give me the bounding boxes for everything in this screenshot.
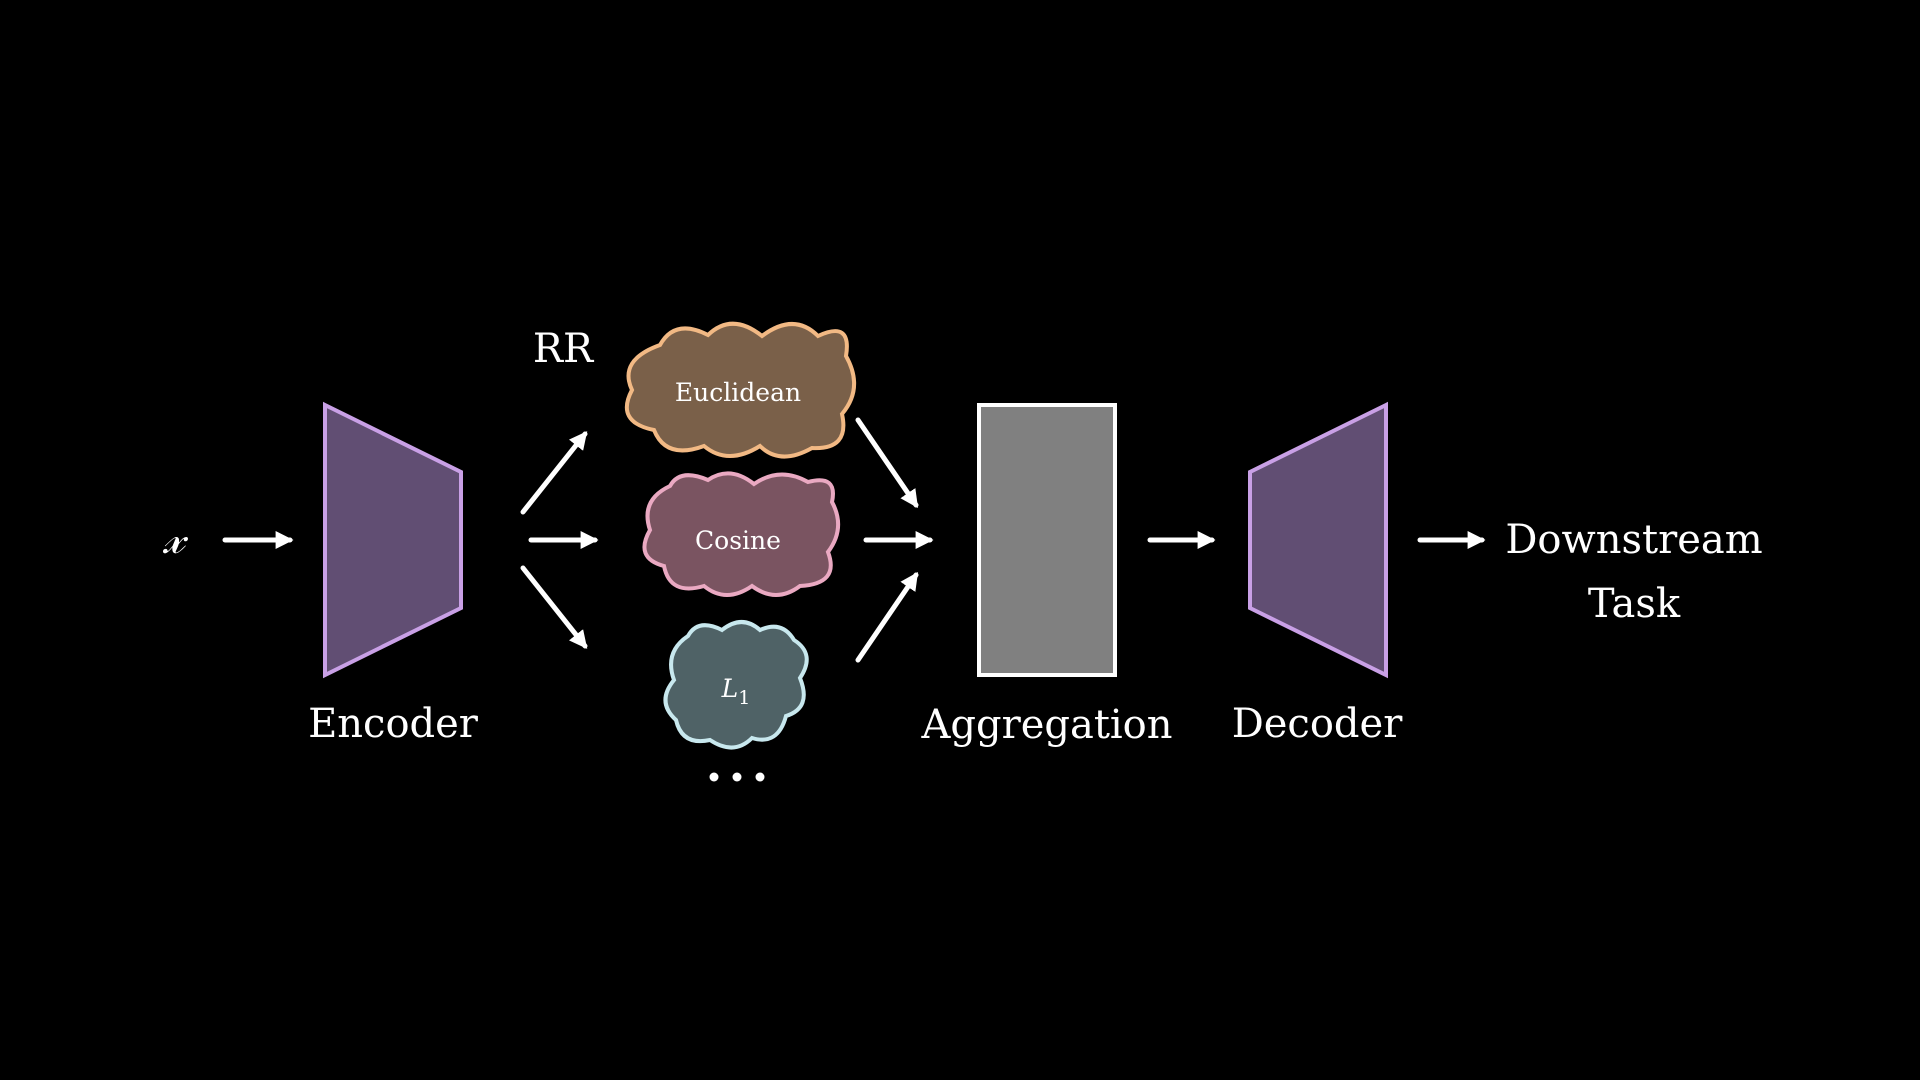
dot-3 — [755, 772, 765, 782]
rr-label: RR — [533, 326, 595, 372]
similarity-clouds — [624, 321, 857, 750]
input-symbol: 𝓍 — [162, 510, 189, 564]
arrow-l1-to-aggregation — [855, 572, 919, 663]
l1-label-main: L — [721, 674, 739, 703]
aggregation-label: Aggregation — [920, 702, 1172, 748]
dot-2 — [732, 772, 742, 782]
decoder-block — [1248, 401, 1388, 679]
arrow-euclidean-to-aggregation — [855, 417, 919, 508]
more-indicator — [709, 772, 765, 782]
cosine-label: Cosine — [695, 526, 781, 555]
euclidean-cloud — [624, 321, 857, 459]
l1-cloud — [663, 620, 809, 750]
aggregation-block — [977, 403, 1117, 677]
cosine-cloud — [642, 471, 840, 597]
decoder-label: Decoder — [1232, 701, 1404, 747]
encoder-block — [323, 401, 463, 679]
downstream-task-line1: Downstream — [1505, 517, 1762, 563]
dot-1 — [709, 772, 719, 782]
l1-label: L1 — [721, 674, 751, 709]
downstream-task-line2: Task — [1588, 581, 1681, 627]
arrow-encoder-to-l1 — [520, 565, 588, 649]
encoder-label: Encoder — [308, 701, 479, 747]
euclidean-label: Euclidean — [675, 378, 801, 407]
arrow-encoder-to-euclidean — [520, 431, 588, 515]
l1-label-subscript: 1 — [738, 687, 750, 709]
